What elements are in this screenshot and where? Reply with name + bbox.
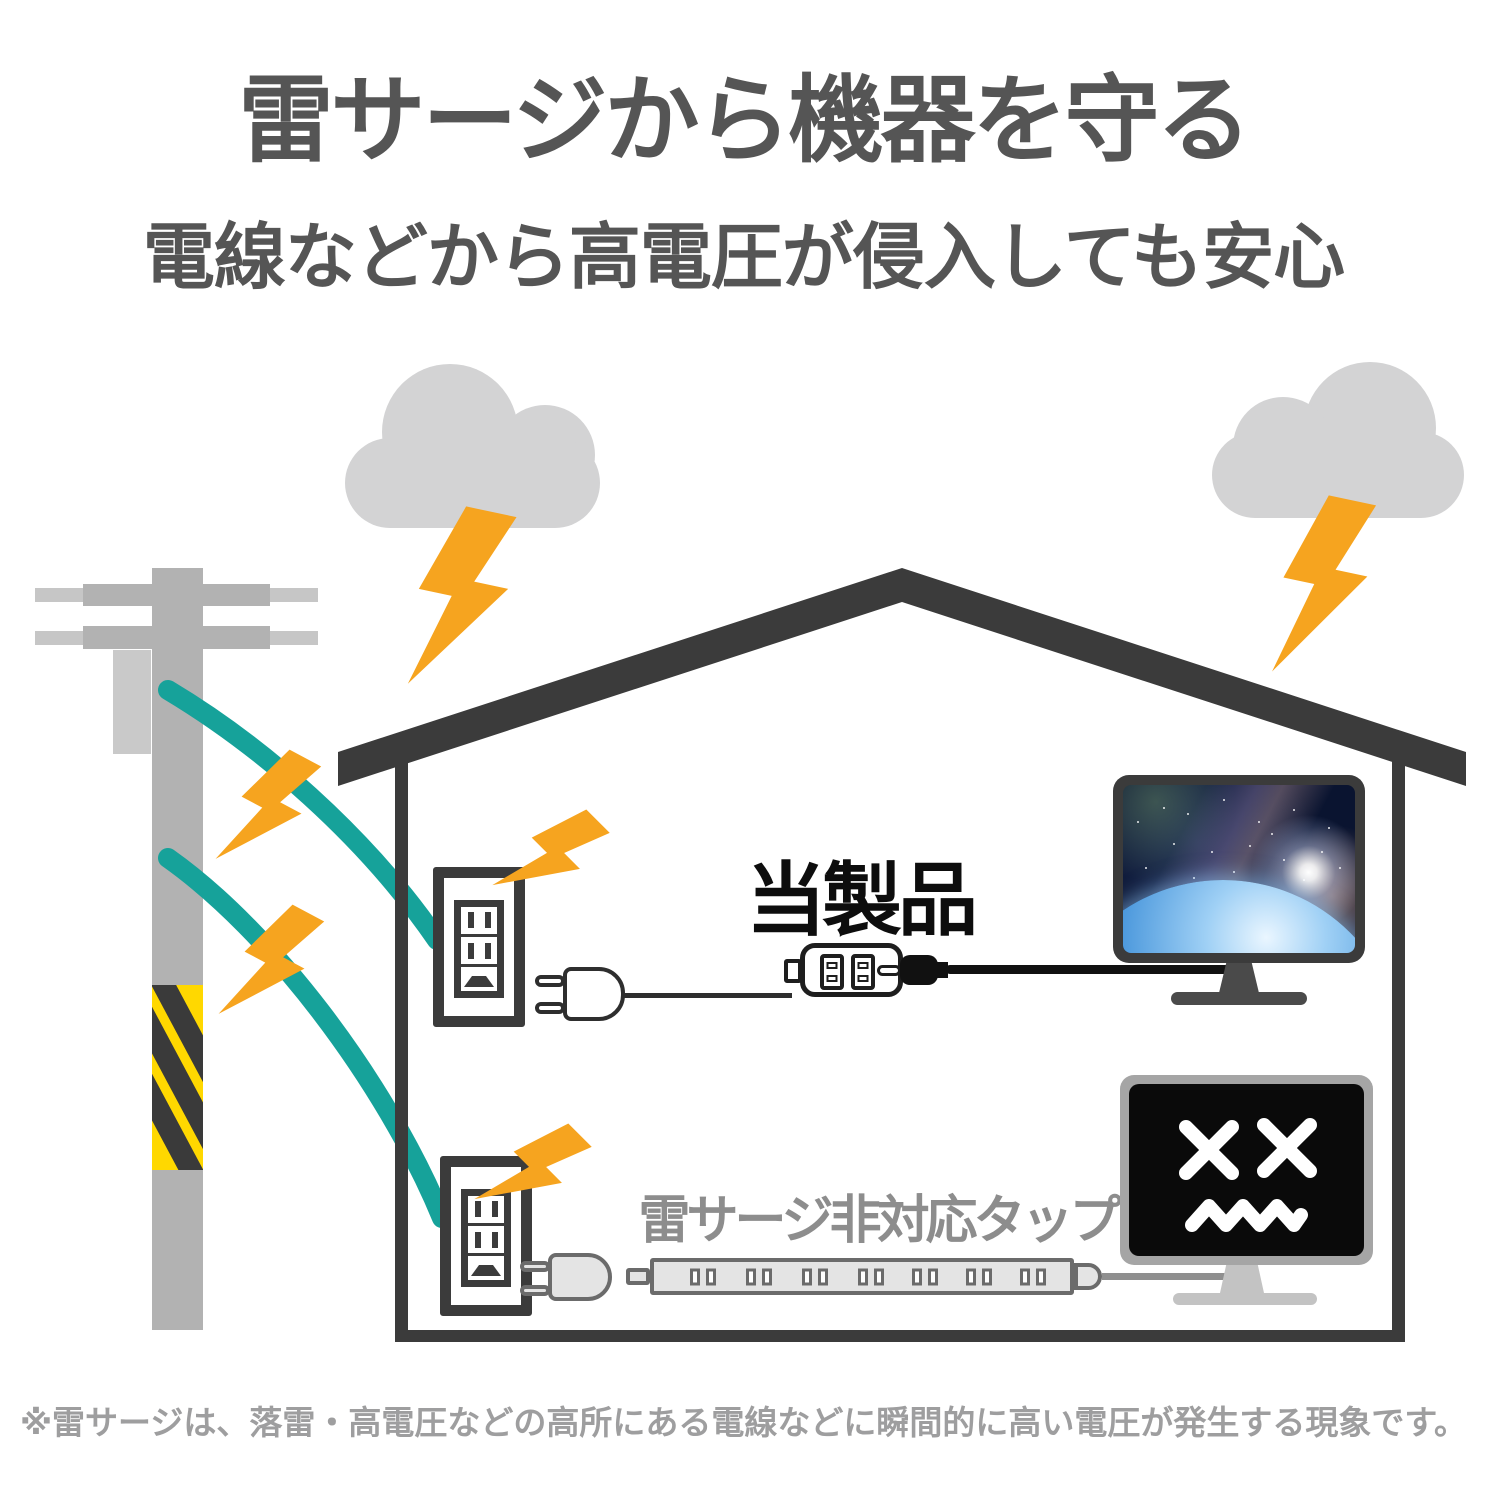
strip-slot xyxy=(706,1268,716,1285)
plug-prong xyxy=(520,1261,550,1272)
strip-slot xyxy=(746,1268,756,1285)
monitor-working-icon xyxy=(1113,775,1365,1005)
monitor-screen-space xyxy=(1123,785,1355,953)
transformer-box xyxy=(113,650,151,754)
page-title: 雷サージから機器を守る xyxy=(238,68,1251,174)
black-connector-stub xyxy=(934,962,948,978)
dead-face xyxy=(1179,1118,1317,1232)
crossbar-cap xyxy=(35,631,95,645)
outlet-divider xyxy=(461,934,497,937)
dead-monitor-cable xyxy=(1102,1273,1234,1280)
earth xyxy=(1123,880,1355,953)
hazard-stripe-band xyxy=(152,985,203,1170)
strip-slot xyxy=(762,1268,772,1285)
power-plug-icon-gray xyxy=(548,1253,612,1301)
monitor-broken-icon xyxy=(1120,1075,1373,1305)
wall-outlet-icon-upper xyxy=(433,867,525,1027)
strip-connector xyxy=(626,1268,650,1285)
outlet-module xyxy=(461,1189,511,1287)
unprotected-tap-label: 雷サージ非対応タップ xyxy=(638,1192,1122,1250)
outlet-slot xyxy=(468,912,474,928)
house-icon xyxy=(338,568,1466,1342)
footnote: ※雷サージは、落雷・高電圧などの高所にある電線などに瞬間的に高い電圧が発生する現… xyxy=(19,1404,1468,1441)
strip-slot xyxy=(966,1268,976,1285)
strip-slot xyxy=(690,1268,700,1285)
device-slot xyxy=(826,975,838,982)
strip-slot xyxy=(818,1268,828,1285)
zigzag-mouth xyxy=(1185,1199,1308,1232)
surge-protector-icon xyxy=(800,943,903,997)
monitor-stand-base xyxy=(1171,992,1307,1005)
strip-slot xyxy=(1036,1268,1046,1285)
stars xyxy=(1163,807,1165,809)
house-floor xyxy=(395,1330,1405,1342)
strip-end-cap xyxy=(1074,1263,1102,1290)
x-eye-left xyxy=(1179,1120,1239,1180)
outlet-divider xyxy=(468,1253,504,1256)
outlet-slot xyxy=(475,1232,481,1248)
outlet-slot xyxy=(468,943,474,959)
monitor-stand-neck xyxy=(1219,963,1259,993)
strip-slot xyxy=(802,1268,812,1285)
device-socket xyxy=(820,954,844,990)
monitor-frame xyxy=(1120,1075,1373,1265)
power-plug-icon-white xyxy=(563,967,625,1021)
monitor-frame xyxy=(1113,775,1365,963)
product-label: 当製品 xyxy=(746,856,978,945)
crossbar-cap xyxy=(258,588,318,602)
crossbar-cap xyxy=(258,631,318,645)
monitor-stand-neck xyxy=(1220,1265,1264,1293)
outlet-slot xyxy=(485,912,491,928)
power-strip-icon xyxy=(650,1258,1074,1295)
monitor-stand-base xyxy=(1173,1293,1317,1305)
outlet-slot xyxy=(492,1201,498,1217)
device-slot xyxy=(826,962,838,969)
house-wall-left xyxy=(395,756,408,1342)
strip-slot xyxy=(928,1268,938,1285)
strip-slot xyxy=(912,1268,922,1285)
outlet-module xyxy=(454,900,504,998)
strip-slot xyxy=(982,1268,992,1285)
strip-slot xyxy=(858,1268,868,1285)
strip-slot xyxy=(1020,1268,1030,1285)
page-subtitle: 電線などから高電圧が侵入しても安心 xyxy=(142,218,1345,298)
pole-shaft xyxy=(152,568,203,1330)
outlet-ground-slot xyxy=(471,1265,501,1276)
black-connector xyxy=(900,955,938,985)
house-roof xyxy=(338,568,1466,786)
outlet-slot xyxy=(475,1201,481,1217)
product-cord xyxy=(622,993,792,998)
device-strain-relief xyxy=(877,965,901,976)
device-slot xyxy=(857,962,869,969)
plug-prong xyxy=(520,1285,550,1296)
outlet-divider xyxy=(461,964,497,967)
outlet-ground-slot xyxy=(464,976,494,987)
plug-prong xyxy=(535,975,565,987)
device-socket xyxy=(851,954,875,990)
crossbar-cap xyxy=(35,588,95,602)
outlet-slot xyxy=(485,943,491,959)
storm-cloud-icon-right xyxy=(1212,362,1464,518)
outlet-divider xyxy=(468,1223,504,1226)
monitor-power-cable xyxy=(946,965,1238,974)
storm-cloud-icon-left xyxy=(345,364,600,528)
plug-prong xyxy=(535,1002,565,1014)
device-slot xyxy=(857,975,869,982)
strip-slot xyxy=(874,1268,884,1285)
monitor-screen-dead xyxy=(1129,1084,1364,1256)
wall-outlet-icon-lower xyxy=(440,1156,532,1316)
outlet-slot xyxy=(492,1232,498,1248)
x-eye-right xyxy=(1257,1118,1317,1178)
house-wall-right xyxy=(1392,756,1405,1342)
